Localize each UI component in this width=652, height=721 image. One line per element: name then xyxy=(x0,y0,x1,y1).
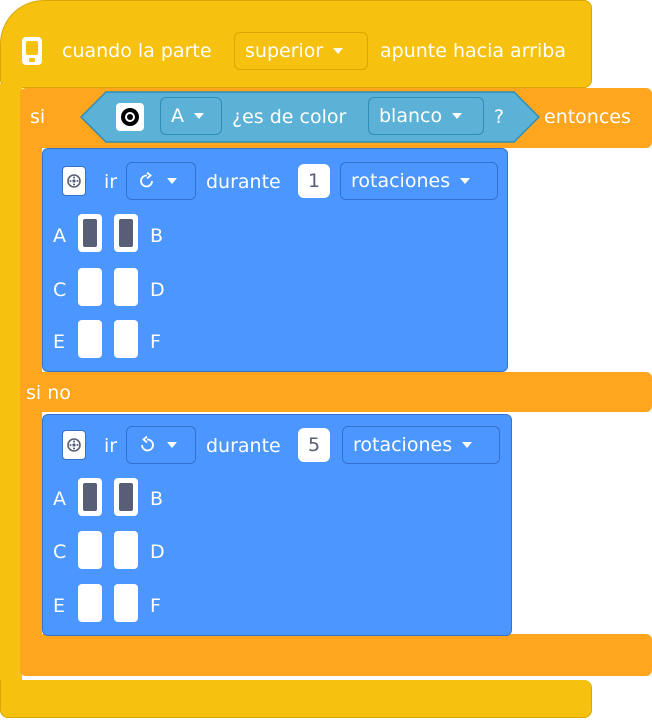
hat-label-end: apunte hacia arriba xyxy=(380,40,566,62)
chevron-down-icon xyxy=(333,48,344,54)
unit-dropdown-value: rotaciones xyxy=(353,434,453,456)
chevron-down-icon xyxy=(167,442,177,448)
port-label-b: B xyxy=(150,225,164,247)
port-toggle-e[interactable] xyxy=(78,584,102,622)
if-label: si xyxy=(30,106,46,128)
unit-dropdown-value: rotaciones xyxy=(351,170,451,192)
port-label-a: A xyxy=(53,488,66,510)
port-label-b: B xyxy=(150,488,164,510)
unit-dropdown[interactable]: rotaciones xyxy=(340,162,498,200)
port-toggle-a[interactable] xyxy=(78,478,102,516)
port-label-e: E xyxy=(53,331,66,353)
hub-part-dropdown-value: superior xyxy=(245,40,324,62)
direction-dropdown[interactable] xyxy=(126,162,196,200)
port-toggle-d[interactable] xyxy=(114,268,138,306)
event-hat-block-bottom xyxy=(0,680,592,718)
port-label-d: D xyxy=(150,279,165,301)
counterclockwise-arrow-icon xyxy=(141,435,154,452)
sensor-port-dropdown[interactable]: A xyxy=(160,97,222,135)
unit-dropdown[interactable]: rotaciones xyxy=(342,426,500,464)
rotation-amount-input[interactable]: 5 xyxy=(298,428,330,462)
hat-label-when: cuando la parte xyxy=(62,40,212,62)
if-else-block-side xyxy=(20,140,42,380)
port-toggle-c[interactable] xyxy=(78,268,102,306)
port-label-a: A xyxy=(53,225,66,247)
chevron-down-icon xyxy=(460,178,471,184)
else-label: si no xyxy=(26,382,71,404)
port-label-f: F xyxy=(150,595,161,617)
rotation-amount-input[interactable]: 1 xyxy=(298,164,330,198)
motor-go-label: ir xyxy=(104,171,118,193)
condition-label: ¿es de color xyxy=(232,106,347,128)
chevron-down-icon xyxy=(452,113,463,119)
port-label-e: E xyxy=(53,595,66,617)
port-toggle-e[interactable] xyxy=(78,320,102,358)
color-dropdown-value: blanco xyxy=(379,105,443,127)
sensor-port-value: A xyxy=(171,105,184,127)
port-label-f: F xyxy=(150,331,161,353)
port-label-d: D xyxy=(150,541,165,563)
during-label: durante xyxy=(206,171,281,193)
if-else-block-side-lower xyxy=(20,408,42,640)
port-toggle-d[interactable] xyxy=(114,531,138,569)
if-else-block-bottom xyxy=(20,634,652,676)
then-label: entonces xyxy=(544,106,631,128)
hub-part-dropdown[interactable]: superior xyxy=(234,32,368,70)
color-sensor-icon xyxy=(116,103,144,131)
chevron-down-icon xyxy=(167,178,177,184)
motor-icon xyxy=(62,166,86,196)
port-toggle-f[interactable] xyxy=(114,320,138,358)
clockwise-arrow-icon xyxy=(140,171,153,188)
color-dropdown[interactable]: blanco xyxy=(368,97,484,135)
port-toggle-f[interactable] xyxy=(114,584,138,622)
port-toggle-c[interactable] xyxy=(78,531,102,569)
during-label: durante xyxy=(206,435,281,457)
port-label-c: C xyxy=(53,541,67,563)
else-bar xyxy=(20,372,652,412)
port-toggle-a[interactable] xyxy=(78,214,102,252)
port-toggle-b[interactable] xyxy=(114,214,138,252)
event-hat-block-side xyxy=(0,84,22,700)
port-toggle-b[interactable] xyxy=(114,478,138,516)
hub-icon xyxy=(22,37,42,65)
chevron-down-icon xyxy=(194,113,204,119)
motor-icon xyxy=(62,430,86,460)
motor-go-label: ir xyxy=(104,435,118,457)
port-label-c: C xyxy=(53,279,67,301)
direction-dropdown[interactable] xyxy=(126,426,196,464)
condition-question-mark: ? xyxy=(494,106,505,128)
chevron-down-icon xyxy=(462,442,473,448)
